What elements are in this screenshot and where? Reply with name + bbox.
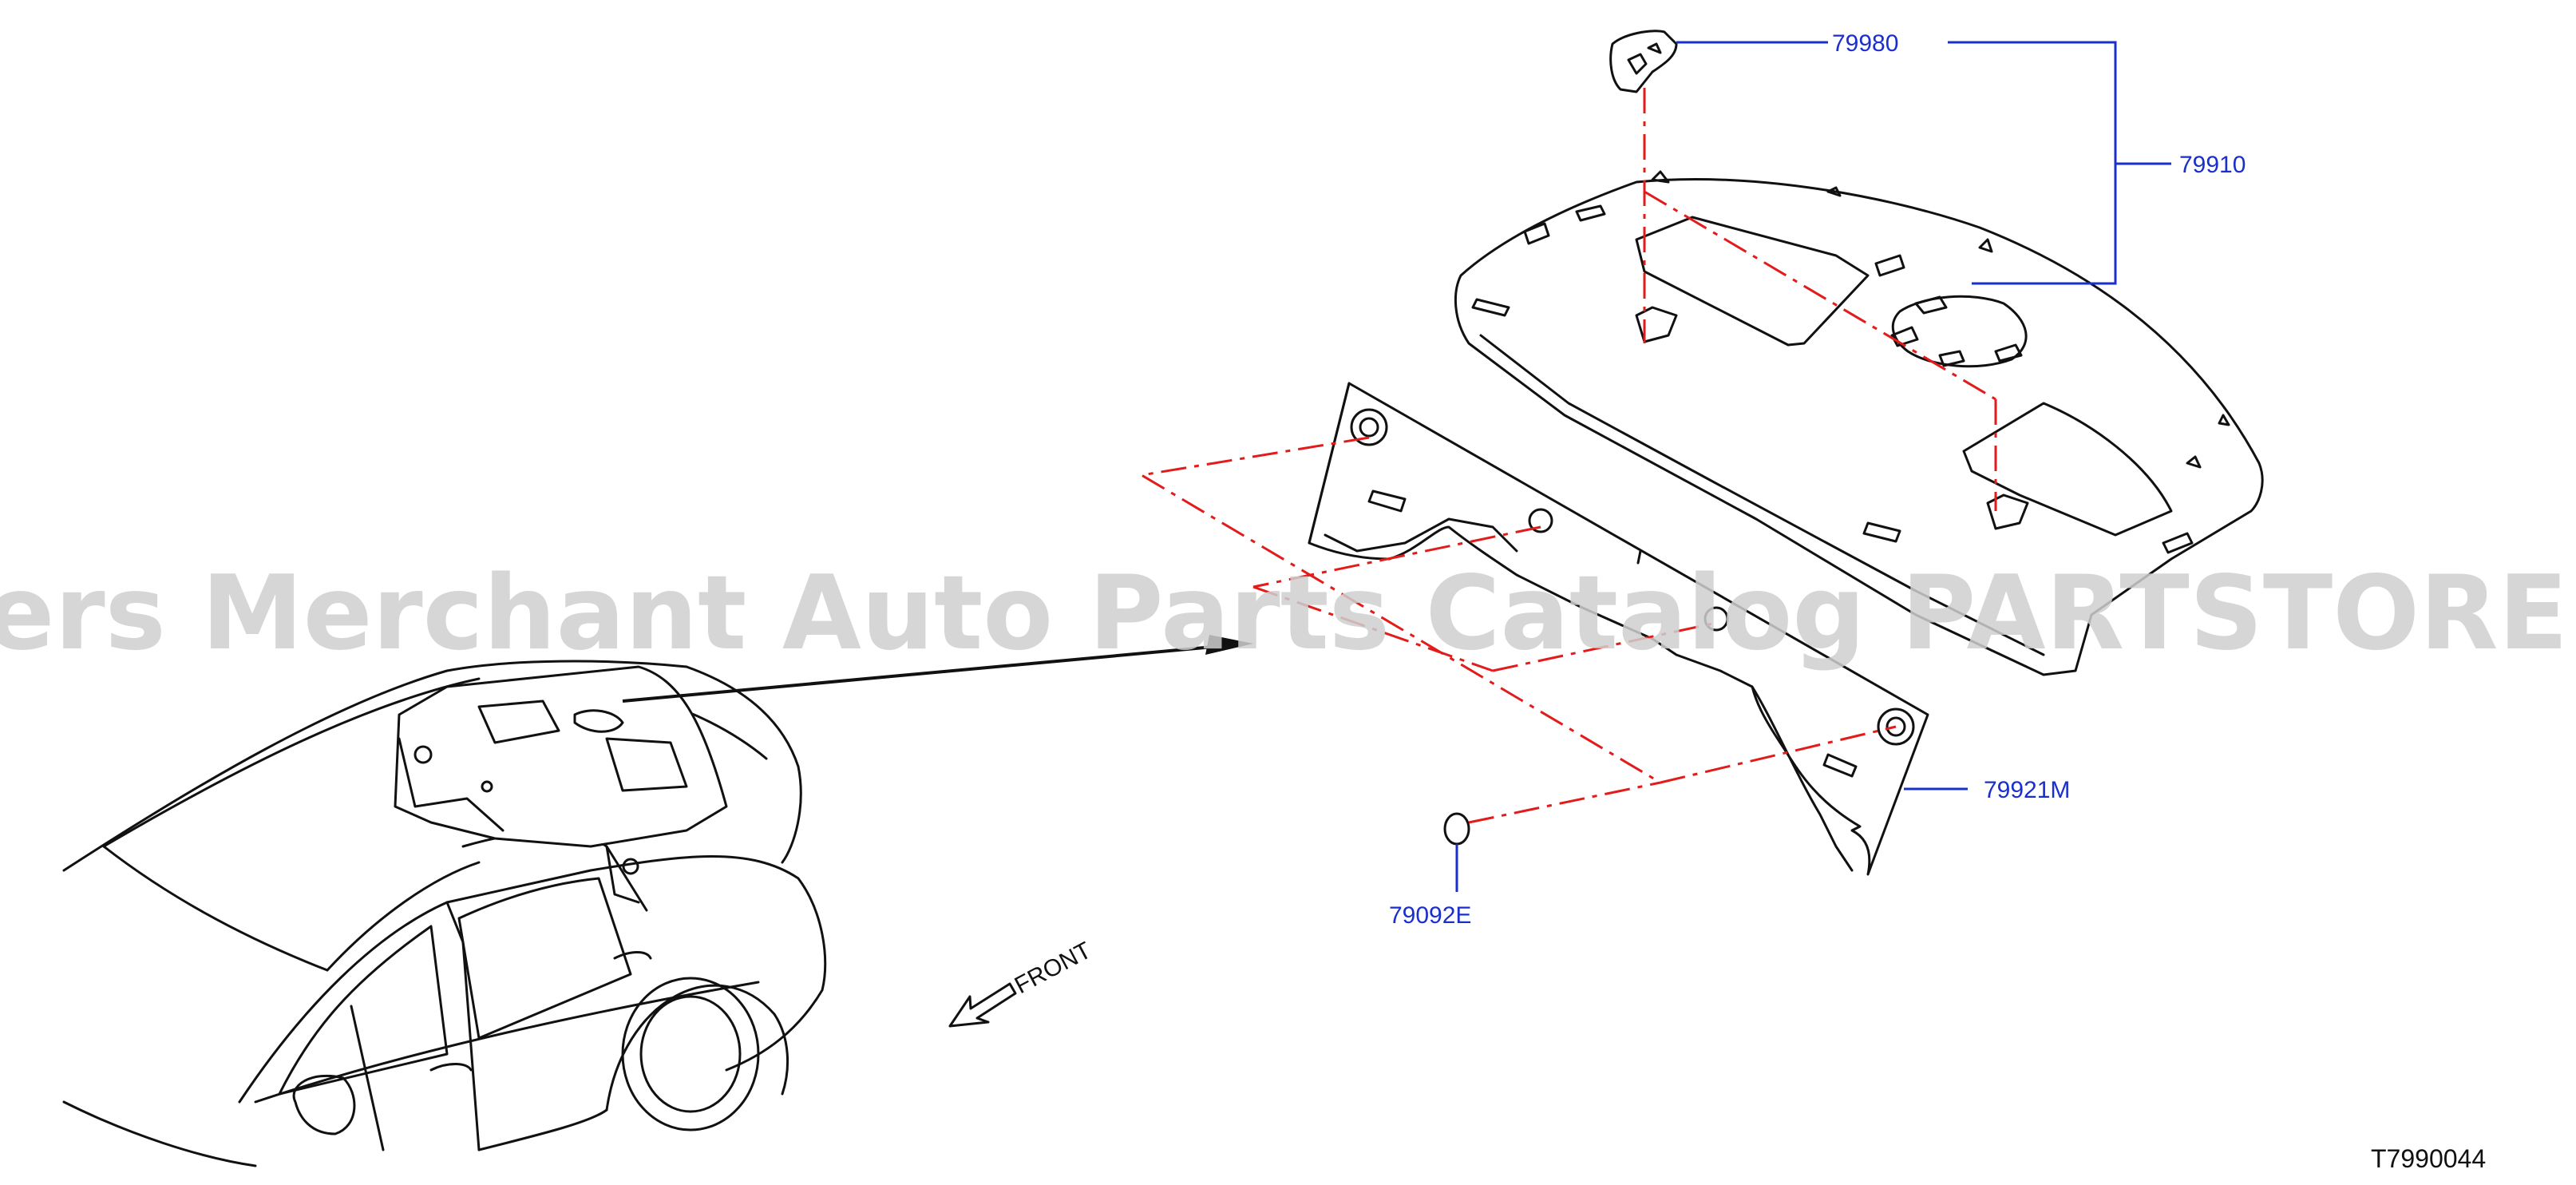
callout-79980: 79980 [1832,30,1898,57]
callout-79921m: 79921M [1984,777,2070,803]
leader-lines [1455,41,2171,892]
callout-79092e: 79092E [1389,902,1471,929]
callout-79910: 79910 [2179,152,2246,178]
drawing-number: T7990044 [2371,1144,2486,1173]
push-clip-79092e [1443,812,1470,846]
clip-79980 [1609,30,1678,93]
front-label: FRONT [1011,937,1096,1000]
parcel-shelf-79910 [1454,170,2264,676]
assembly-lines [1138,88,1997,824]
detail-arrow [622,635,1253,703]
car-illustration [62,660,827,1167]
front-arrow-icon [948,982,1017,1028]
watermark: Offers Merchant Auto Parts Catalog PARTS… [0,554,2576,673]
